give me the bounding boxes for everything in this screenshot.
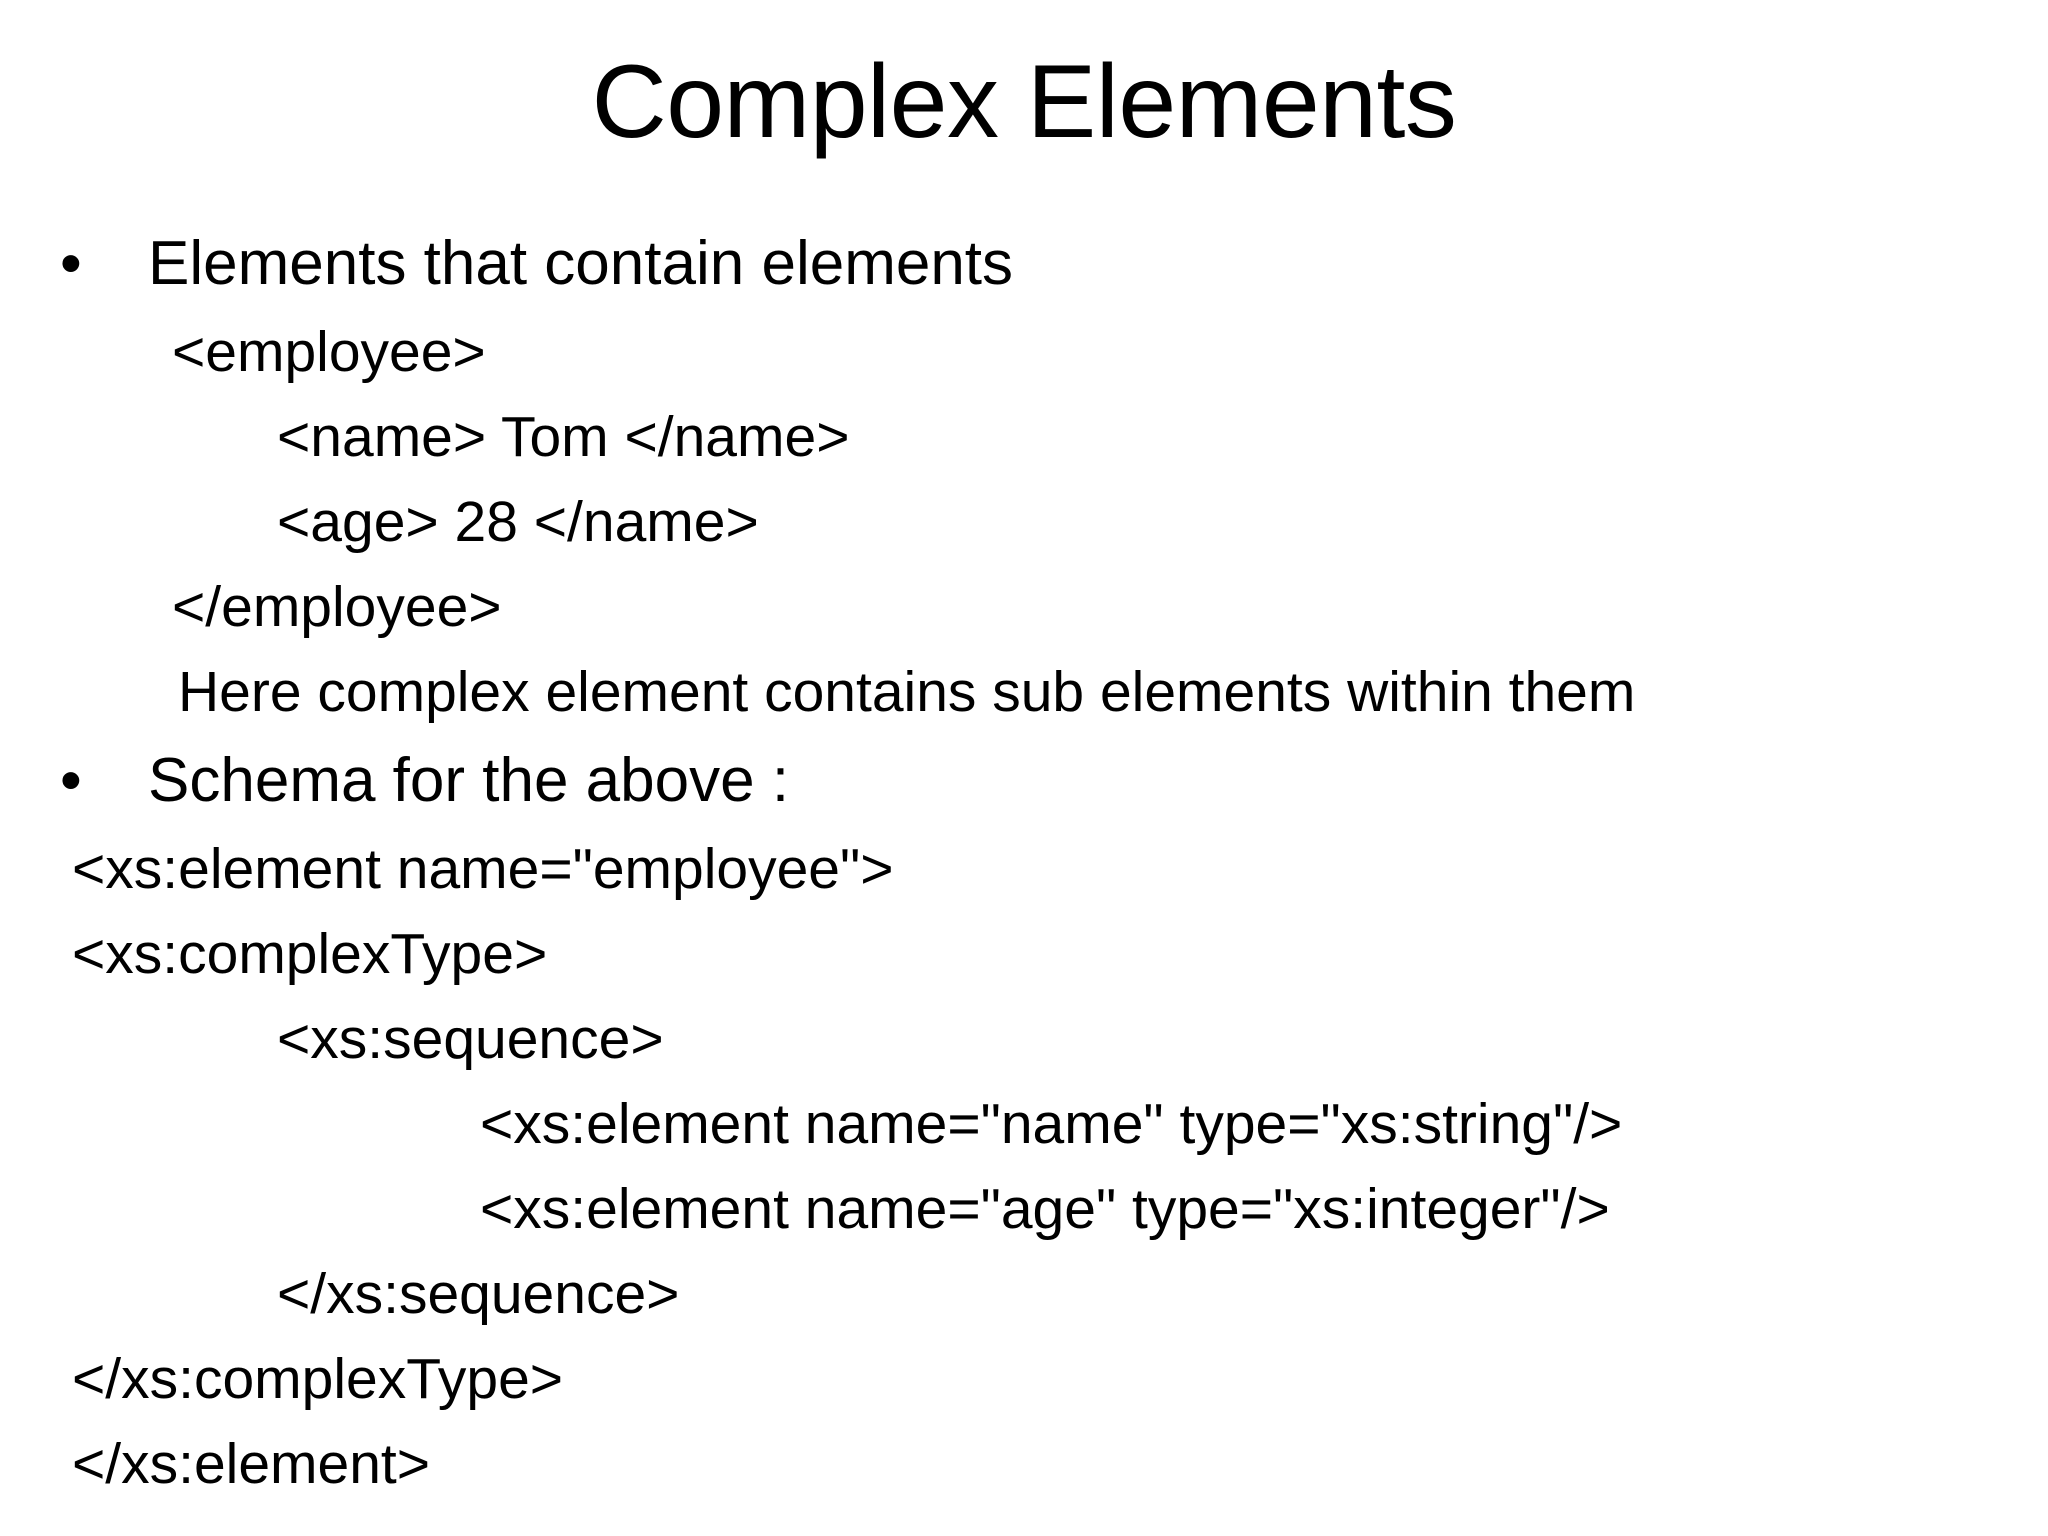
schema-line-sequence-close: </xs:sequence> xyxy=(277,1262,680,1326)
bullet-item-schema: • Schema for the above : xyxy=(0,735,2048,827)
schema-line-element-age: <xs:element name="age" type="xs:integer"… xyxy=(480,1177,1610,1241)
schema-line-element-close: </xs:element> xyxy=(72,1432,431,1496)
schema-line-complextype-close: </xs:complexType> xyxy=(72,1347,564,1411)
bullet-dot-icon: • xyxy=(60,229,82,298)
bullet-item-label: Elements that contain elements xyxy=(148,229,1014,298)
code-line-name: <name> Tom </name> xyxy=(277,405,850,469)
slide-body: • Elements that contain elements <employ… xyxy=(0,218,2048,1507)
page-title: Complex Elements xyxy=(591,44,1457,160)
schema-line-sequence-open: <xs:sequence> xyxy=(277,1007,664,1071)
explanatory-note: Here complex element contains sub elemen… xyxy=(178,660,1636,724)
code-line-employee-close: </employee> xyxy=(172,575,502,639)
bullet-item-label: Schema for the above : xyxy=(148,746,790,815)
schema-line-complextype-open: <xs:complexType> xyxy=(72,922,548,986)
code-line-age: <age> 28 </name> xyxy=(277,490,759,554)
schema-line-element-open: <xs:element name="employee"> xyxy=(72,837,894,901)
bullet-dot-icon: • xyxy=(60,746,82,815)
bullet-item-elements-contain: • Elements that contain elements xyxy=(0,218,2048,310)
code-line-employee-open: <employee> xyxy=(172,320,486,384)
schema-line-element-name: <xs:element name="name" type="xs:string"… xyxy=(480,1092,1623,1156)
